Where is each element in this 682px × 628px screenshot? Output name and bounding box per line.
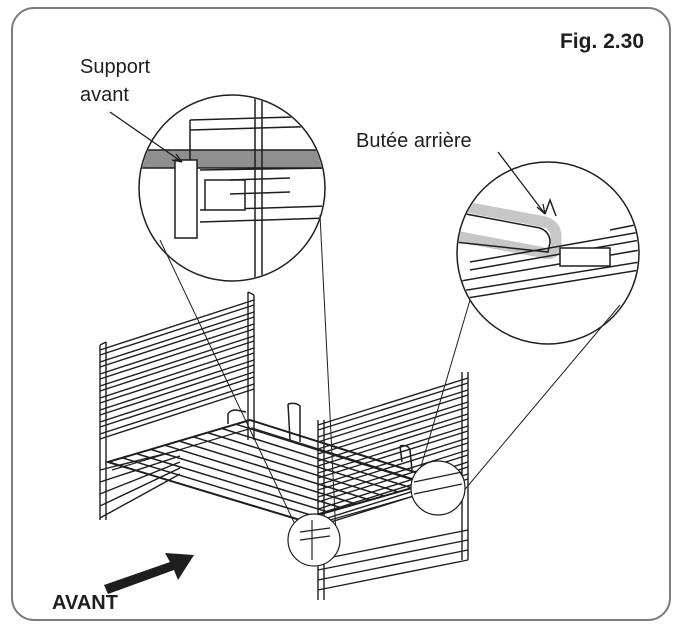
left-rung <box>99 364 255 416</box>
left-rung-lower <box>99 455 181 483</box>
right-rung <box>317 413 469 462</box>
left-side-rack-frame <box>99 291 255 520</box>
left-rung <box>99 359 255 411</box>
left-rung <box>99 335 255 387</box>
figure-frame <box>11 7 671 621</box>
right-rung <box>317 382 469 431</box>
right-rung <box>317 425 469 474</box>
front-support-pointer <box>109 111 183 163</box>
shelf-wire <box>150 448 343 509</box>
rear-stop-zoom <box>456 161 640 345</box>
left-rung <box>99 347 255 399</box>
right-rung <box>317 401 469 450</box>
left-rung-lower <box>99 473 181 519</box>
shelf-wire <box>136 452 329 513</box>
left-rung <box>99 304 255 356</box>
front-direction-arrow <box>104 553 194 594</box>
shelf-wire <box>178 440 371 501</box>
left-rung <box>99 299 255 351</box>
right-rung <box>317 377 469 426</box>
right-rung-lower <box>317 539 469 571</box>
left-rung <box>99 352 255 404</box>
right-rung-lower <box>317 549 469 581</box>
left-rung <box>99 323 255 375</box>
shelf-wire <box>121 457 315 517</box>
left-rung <box>99 328 255 380</box>
left-rung <box>99 340 255 392</box>
right-rung <box>317 394 469 443</box>
callout-pointers <box>109 111 546 215</box>
right-rung <box>317 437 469 486</box>
left-rung-lower <box>99 461 181 495</box>
shelf-wire <box>164 444 357 505</box>
detail-markers <box>287 460 466 567</box>
right-rung <box>317 389 469 438</box>
left-rung <box>99 311 255 363</box>
right-rung <box>317 406 469 455</box>
rear-stop-marker <box>410 460 466 516</box>
front-label: AVANT <box>52 592 118 614</box>
right-rung-lower <box>317 529 469 561</box>
front-support-label-line2: avant <box>80 84 129 106</box>
left-rung <box>99 383 255 435</box>
wire-shelf <box>104 402 445 529</box>
shelf-wire <box>192 436 385 497</box>
zoom-leader-lines <box>159 214 621 536</box>
left-rung-lower <box>99 467 181 507</box>
front-support-label: Support <box>80 56 151 78</box>
rear-stop-label: Butée arrière <box>356 130 472 152</box>
right-rung <box>317 430 469 479</box>
rear-stop-pointer <box>497 151 546 215</box>
shelf-wire <box>207 431 399 493</box>
shelf-wire <box>221 427 413 489</box>
right-rung <box>317 442 469 491</box>
left-rung <box>99 371 255 423</box>
front-support-zoom <box>138 94 326 282</box>
right-rung-lower <box>317 559 469 591</box>
front-support-marker <box>287 513 341 567</box>
left-rung <box>99 376 255 428</box>
left-rung <box>99 316 255 368</box>
shelf-wire <box>235 423 427 485</box>
figure-label: Fig. 2.30 <box>559 30 644 53</box>
left-rung <box>99 388 255 440</box>
